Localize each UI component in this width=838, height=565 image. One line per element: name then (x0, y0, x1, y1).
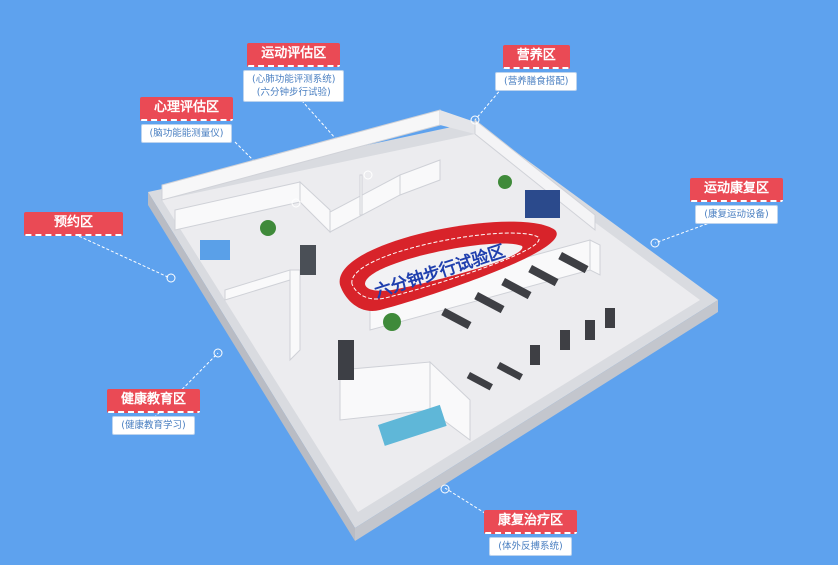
back-wall-corner (440, 110, 475, 134)
zone-subtitle-line: (脑功能能测量仪) (149, 128, 224, 139)
zone-marker-icon (291, 198, 301, 208)
zone-marker-icon (440, 484, 450, 494)
zone-marker-icon (166, 273, 176, 283)
zone-subtitle: (心肺功能评测系统) (六分钟步行试验) (243, 70, 345, 102)
callout-health-education: 健康教育区 (健康教育学习) (107, 389, 201, 435)
zone-title: 营养区 (502, 45, 570, 69)
zone-title: 运动评估区 (247, 43, 341, 67)
zone-title: 心理评估区 (140, 97, 234, 121)
zone-subtitle-line: (营养膳食搭配) (504, 76, 569, 87)
zone-subtitle-line: (六分钟步行试验) (256, 87, 331, 98)
zone-title: 康复治疗区 (484, 510, 578, 534)
zone-subtitle: (脑功能能测量仪) (140, 124, 233, 143)
callout-rehab-therapy: 康复治疗区 (体外反搏系统) (484, 510, 578, 556)
callout-exercise-rehab: 运动康复区 (康复运动设备) (690, 178, 784, 224)
callout-nutrition: 营养区 (营养膳食搭配) (495, 45, 578, 91)
zone-subtitle-line: (心肺功能评测系统) (252, 74, 336, 85)
zone-subtitle-line: (康复运动设备) (704, 209, 769, 220)
zone-marker-icon (650, 238, 660, 248)
zone-subtitle: (营养膳食搭配) (495, 72, 578, 91)
zone-marker-icon (213, 348, 223, 358)
therapy-bed (378, 404, 447, 446)
outer-wall-left (148, 192, 355, 541)
partitions (174, 159, 601, 441)
reception-desk (200, 240, 230, 260)
zone-marker-icon (470, 115, 480, 125)
zone-subtitle: (健康教育学习) (112, 416, 195, 435)
floor (162, 134, 700, 512)
zone-marker-icon (363, 170, 373, 180)
door-2 (338, 340, 354, 380)
zone-subtitle-line: (健康教育学习) (121, 420, 186, 431)
rehab-equipment (441, 252, 615, 391)
zone-title: 预约区 (24, 212, 124, 236)
zone-subtitle: (体外反搏系统) (489, 537, 572, 556)
plants (260, 175, 512, 331)
zone-title: 健康教育区 (107, 389, 201, 413)
callout-appointment: 预约区 (24, 212, 124, 236)
callout-psychological-assessment: 心理评估区 (脑功能能测量仪) (140, 97, 234, 143)
door (300, 245, 316, 275)
callout-exercise-assessment: 运动评估区 (心肺功能评测系统) (六分钟步行试验) (243, 43, 345, 102)
zone-title: 运动康复区 (690, 178, 784, 202)
six-minute-walk-track (339, 221, 557, 311)
outer-wall-right (355, 300, 718, 541)
zone-subtitle: (康复运动设备) (695, 205, 778, 224)
wall-screen (525, 190, 560, 218)
zone-subtitle-line: (体外反搏系统) (498, 541, 563, 552)
